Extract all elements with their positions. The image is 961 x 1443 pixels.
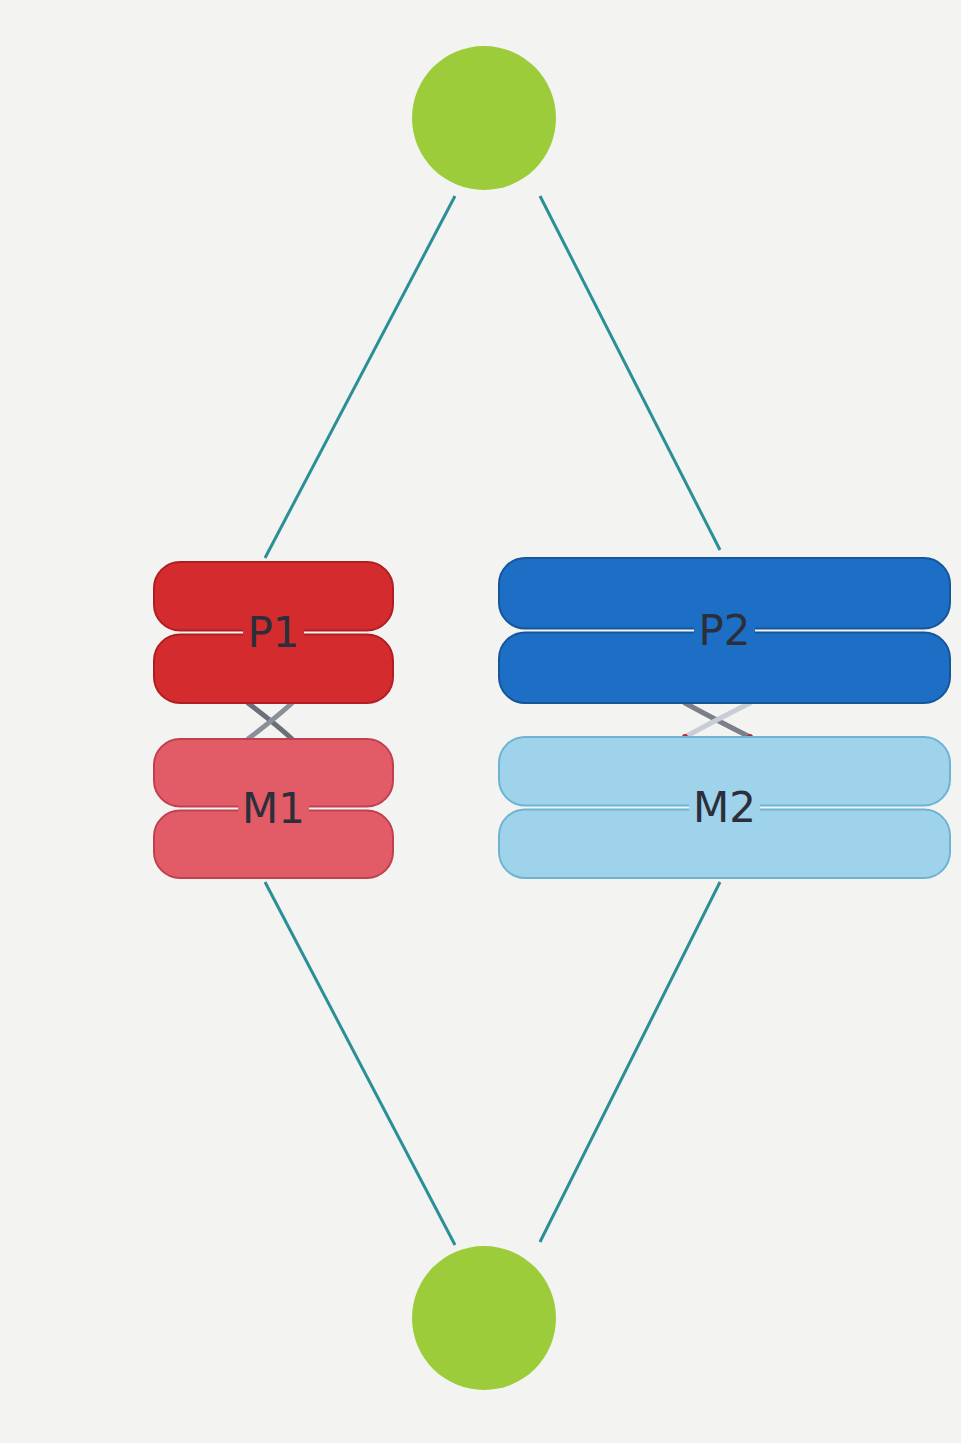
spindle-pole — [412, 46, 556, 190]
spindle-fiber — [540, 196, 720, 550]
chiasma — [682, 703, 753, 740]
chromosome-label: M1 — [238, 787, 309, 831]
spindle-fiber — [265, 196, 455, 558]
chromosome-label: P2 — [694, 609, 754, 653]
chromosome: M1 — [152, 737, 395, 880]
spindle-fiber — [540, 882, 720, 1242]
chromosome-label: P1 — [243, 611, 303, 655]
chiasma — [248, 703, 292, 739]
chromosome: P1 — [152, 560, 395, 705]
chromosome: P2 — [497, 556, 952, 705]
spindle-fibers — [265, 196, 720, 1245]
spindle-fiber — [265, 882, 455, 1245]
chromosome: M2 — [497, 735, 952, 880]
chromosome-label: M2 — [689, 786, 760, 830]
spindle-pole — [412, 1246, 556, 1390]
